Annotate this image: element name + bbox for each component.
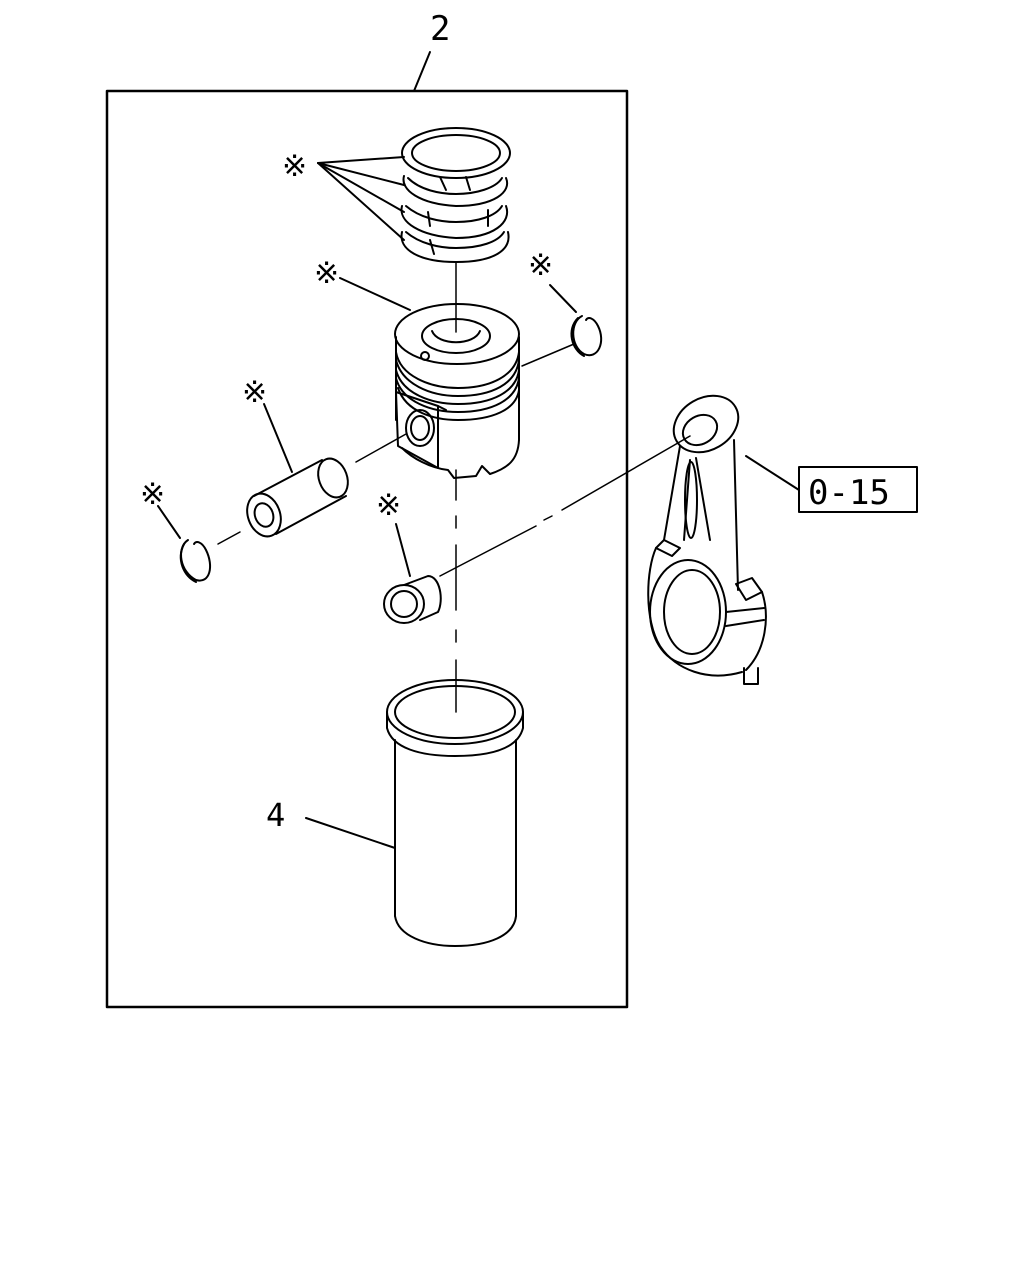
piston-mark-leader	[339, 277, 411, 311]
snap-ring-left-mark: ※	[140, 477, 165, 512]
bushing-mark: ※	[376, 488, 401, 523]
pin-mark-leader	[263, 403, 293, 473]
piston-rings	[400, 127, 511, 263]
bushing-mark-leader	[395, 523, 411, 577]
ring-mark: ※	[282, 149, 307, 184]
snap-ring-left-mark-leader	[157, 505, 181, 539]
piston-pin	[246, 457, 349, 538]
piston-mark: ※	[314, 256, 339, 291]
bushing-axis	[439, 435, 691, 577]
bushing	[383, 575, 442, 624]
pin-mark: ※	[242, 375, 267, 410]
connecting-rod	[647, 394, 767, 685]
reference-callout-leader	[745, 455, 800, 491]
ring-mark-leaders	[317, 156, 405, 241]
liner-callout-leader	[305, 817, 396, 849]
piston	[394, 303, 520, 479]
reference-callout-label: 0-15	[808, 473, 890, 513]
snap-ring-right	[570, 315, 603, 357]
group-frame	[105, 89, 629, 1009]
snap-ring-right-mark: ※	[528, 248, 553, 283]
cylinder-liner	[386, 679, 524, 947]
group-callout-leader	[413, 51, 431, 92]
group-callout-label: 2	[430, 9, 450, 49]
snap-ring-left-axis	[217, 531, 241, 545]
snap-ring-right-axis	[521, 343, 575, 367]
pin-axis	[355, 433, 407, 463]
snap-ring-left	[179, 539, 212, 583]
liner-callout-label: 4	[266, 796, 285, 834]
snap-ring-right-mark-leader	[549, 284, 577, 313]
